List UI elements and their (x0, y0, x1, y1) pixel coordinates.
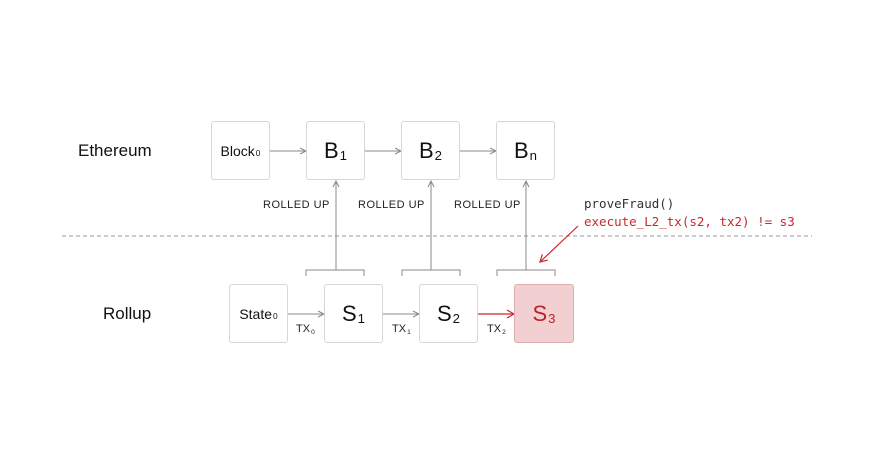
rollup-bracket-1 (305, 181, 365, 276)
tx-subscript: 1 (407, 329, 411, 337)
tx-subscript: 0 (311, 329, 315, 337)
tx-subscript: 2 (502, 329, 506, 337)
rollup-bracket-3 (496, 181, 556, 276)
rolled-up-label-2: ROLLED UP (358, 199, 425, 211)
fraud-check-expression: execute_L2_tx(s2, tx2) != s3 (584, 214, 795, 229)
rolled-up-label-1: ROLLED UP (263, 199, 330, 211)
rolled-up-label-3: ROLLED UP (454, 199, 521, 211)
state-label: State (239, 305, 273, 322)
state-subscript: 1 (357, 310, 366, 326)
block-subscript: 2 (434, 147, 443, 163)
block-subscript: 0 (255, 148, 261, 159)
ethereum-layer-label: Ethereum (78, 141, 152, 160)
state-subscript: 3 (548, 310, 556, 326)
tx-base: TX (392, 323, 407, 335)
state-subscript: 0 (273, 311, 278, 322)
tx-base: TX (296, 323, 311, 335)
prove-fraud-call: proveFraud() (584, 196, 675, 211)
state-label: S (532, 300, 548, 326)
block-label: B (418, 137, 434, 163)
fraud-pointer-arrow (539, 225, 579, 263)
tx-label-2: TX2 (487, 323, 506, 337)
rollup-layer-label: Rollup (103, 304, 152, 323)
block-subscript: 1 (339, 147, 348, 163)
state-label: S (341, 300, 357, 326)
rollup-bracket-2 (401, 181, 461, 276)
tx-label-0: TX0 (296, 323, 315, 337)
block-label: Block (220, 142, 255, 159)
state-label: S (436, 300, 452, 326)
block-subscript: n (529, 147, 538, 163)
block-label: B (513, 137, 529, 163)
block-label: B (323, 137, 339, 163)
tx-base: TX (487, 323, 502, 335)
state-subscript: 2 (452, 310, 461, 326)
tx-label-1: TX1 (392, 323, 411, 337)
